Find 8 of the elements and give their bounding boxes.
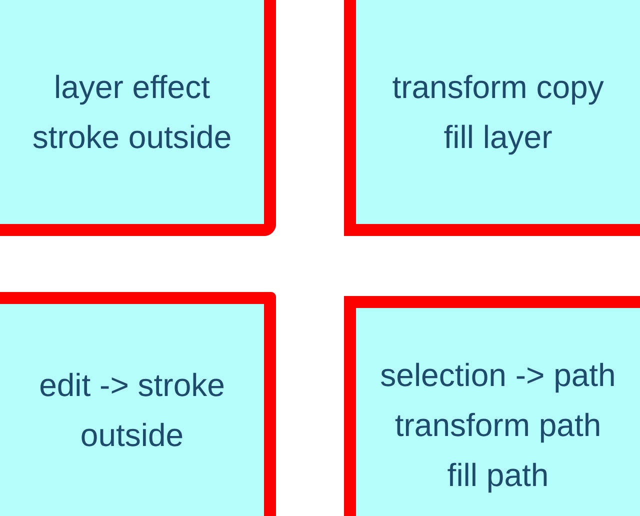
bordered-panel — [0, 0, 276, 236]
panel-text: selection -> path transform path fill path — [379, 356, 617, 495]
bordered-panel — [344, 0, 640, 236]
panel-text: transform copy fill layer — [391, 68, 605, 157]
bordered-panel — [344, 296, 640, 516]
panel-text: layer effect stroke outside — [31, 68, 233, 157]
panel-text: edit -> stroke outside — [38, 366, 226, 455]
bordered-panel — [0, 292, 276, 516]
